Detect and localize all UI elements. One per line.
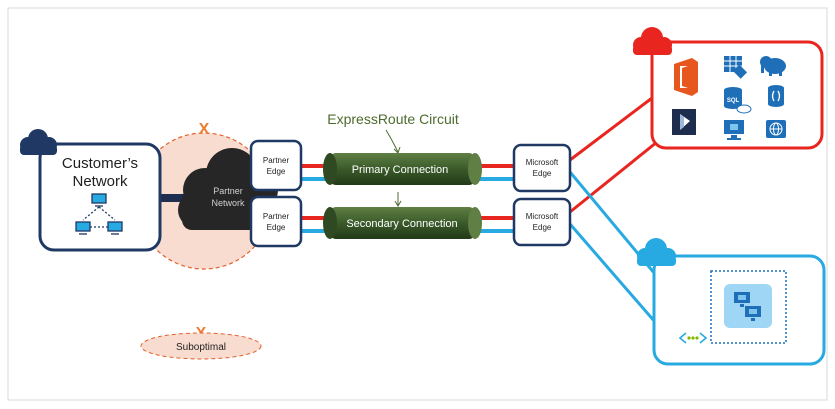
sql-icon-text: SQL bbox=[727, 98, 740, 104]
blue-cloud-icon bbox=[637, 238, 676, 266]
customer-network: Customer’s Network bbox=[20, 129, 162, 252]
partner-network-line2: Network bbox=[211, 198, 245, 208]
customer-cloud-icon bbox=[20, 129, 57, 155]
dynamics-icon bbox=[672, 109, 696, 135]
red-connections bbox=[569, 90, 663, 214]
secondary-connection: Secondary Connection bbox=[323, 207, 482, 239]
partner-edge-top: Partner Edge bbox=[249, 139, 303, 192]
microsoft-edge-bottom: Microsoft Edge bbox=[512, 197, 572, 247]
hdinsight-icon bbox=[760, 56, 786, 76]
partner-edge-bottom-line2: Edge bbox=[267, 223, 286, 232]
sql-database-icon: SQL bbox=[724, 87, 752, 114]
customer-label-line1: Customer’s bbox=[62, 155, 138, 172]
microsoft-services-cloud: SQL bbox=[633, 27, 824, 150]
office-icon bbox=[674, 58, 698, 96]
microsoft-edge-top: Microsoft Edge bbox=[512, 143, 572, 193]
secondary-connection-label: Secondary Connection bbox=[346, 218, 457, 230]
primary-connection: Primary Connection bbox=[323, 153, 482, 185]
circuit-title: ExpressRoute Circuit bbox=[327, 111, 459, 127]
partner-edge-bottom-line1: Partner bbox=[263, 212, 290, 221]
partner-edge-bottom: Partner Edge bbox=[249, 195, 303, 248]
cosmos-db-icon bbox=[768, 85, 784, 107]
microsoft-edge-top-line2: Edge bbox=[533, 169, 552, 178]
partner-network-line1: Partner bbox=[213, 186, 243, 196]
virtual-machine-icon bbox=[724, 120, 744, 140]
suboptimal-x-mark: X bbox=[199, 121, 210, 138]
primary-connection-label: Primary Connection bbox=[352, 164, 449, 176]
customer-label-line2: Network bbox=[72, 173, 128, 190]
red-cloud-icon bbox=[633, 27, 672, 55]
microsoft-edge-bottom-line1: Microsoft bbox=[526, 212, 559, 221]
vnet-dotted-border bbox=[710, 270, 787, 344]
microsoft-edge-bottom-line2: Edge bbox=[533, 223, 552, 232]
suboptimal-label: Suboptimal bbox=[176, 342, 226, 353]
web-app-icon bbox=[766, 120, 786, 138]
table-storage-icon bbox=[724, 56, 748, 79]
partner-edge-top-line1: Partner bbox=[263, 156, 290, 165]
network-computers-icon bbox=[75, 193, 123, 235]
microsoft-edge-top-line1: Microsoft bbox=[526, 158, 559, 167]
suboptimal-legend: X Suboptimal bbox=[140, 325, 262, 360]
partner-edge-top-line2: Edge bbox=[267, 167, 286, 176]
azure-vnet-cloud bbox=[637, 238, 826, 366]
vnet-peering-icon bbox=[678, 332, 708, 344]
virtual-machines-icon bbox=[724, 284, 772, 328]
